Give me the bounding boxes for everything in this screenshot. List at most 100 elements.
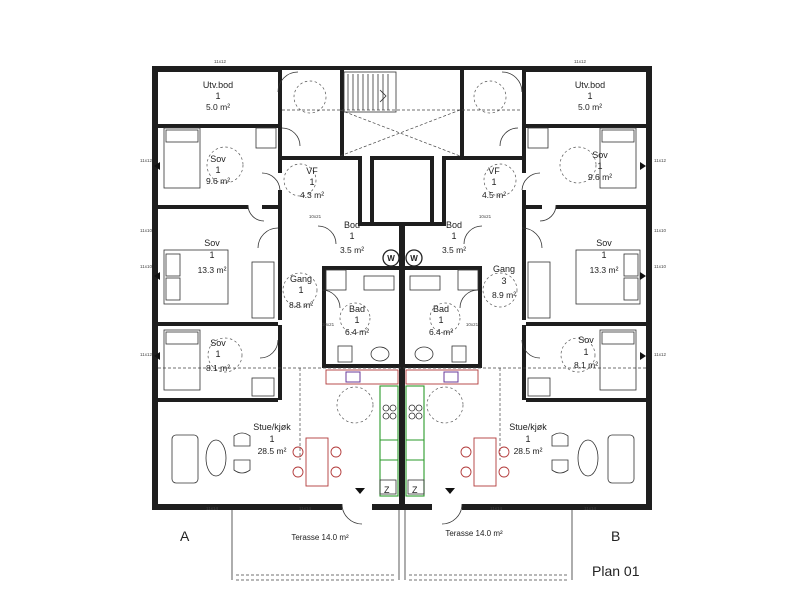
room-number: 1 — [269, 434, 274, 444]
room-name: VF — [488, 166, 500, 176]
room-number: 1 — [215, 349, 220, 359]
room-b-stue: Stue/kjøk 1 28.5 m² — [509, 422, 547, 456]
interior-walls — [152, 66, 652, 402]
room-area: 28.5 m² — [258, 446, 287, 456]
room-b-gang: Gang 3 8.9 m² — [492, 264, 516, 300]
window-tag: 11x12 — [140, 158, 152, 163]
room-number: 1 — [309, 177, 314, 187]
room-area: 8.1 m² — [574, 360, 598, 370]
room-name: Gang — [493, 264, 515, 274]
detector-circles — [206, 80, 597, 424]
room-a-bod: Bod 1 3.5 m² — [340, 220, 364, 255]
window-tag: 11x12 — [574, 59, 586, 64]
washer-b-label: W — [410, 254, 418, 263]
terraces — [231, 510, 573, 581]
room-name: Stue/kjøk — [253, 422, 291, 432]
room-area: 28.5 m² — [514, 446, 543, 456]
unit-b-label: B — [611, 528, 620, 544]
room-name: Sov — [210, 154, 226, 164]
room-a-sov1: Sov 1 9.6 m² — [206, 154, 230, 186]
room-name: Sov — [596, 238, 612, 248]
window-tag: 11x14 — [490, 506, 502, 511]
room-area: 6.4 m² — [345, 327, 369, 337]
room-area: 8.9 m² — [492, 290, 516, 300]
door-tag: 10x21 — [309, 214, 322, 219]
room-b-sov2: Sov 1 13.3 m² — [590, 238, 619, 275]
room-number: 1 — [525, 434, 530, 444]
room-area: 13.3 m² — [198, 265, 227, 275]
room-a-sov2: Sov 1 13.3 m² — [198, 238, 227, 275]
room-a-utvbod: Utv.bod 1 5.0 m² — [203, 80, 233, 112]
room-number: 1 — [298, 285, 303, 295]
window-tag: 11x12 — [140, 352, 152, 357]
entry-arrows: Z Z — [154, 162, 646, 495]
room-number: 1 — [354, 315, 359, 325]
door-swings — [247, 71, 557, 525]
window-tag: 11x10 — [654, 264, 666, 269]
window-tag: 11x14 — [206, 506, 218, 511]
window-tag: 11x10 — [140, 264, 152, 269]
window-tag: 11x12 — [654, 352, 666, 357]
washer-b: W — [405, 249, 423, 267]
room-a-bad: Bad 1 6.4 m² — [345, 304, 369, 337]
room-b-bod: Bod 1 3.5 m² — [442, 220, 466, 255]
bathroom-fixtures — [325, 269, 479, 363]
room-name: Bad — [349, 304, 365, 314]
room-a-gang: Gang 1 8.8 m² — [289, 274, 313, 310]
terrace-b-label: Terasse 14.0 m² — [445, 529, 503, 538]
room-area: 3.5 m² — [442, 245, 466, 255]
room-a-sov3: Sov 1 8.1 m² — [206, 338, 230, 373]
room-name: Utv.bod — [203, 80, 233, 90]
window-tag: 11x10 — [654, 228, 666, 233]
window-tags: 11x12 11x12 11x12 11x10 11x10 11x12 11x1… — [140, 59, 666, 511]
window-tag: 11x14 — [584, 506, 596, 511]
room-number: 1 — [209, 250, 214, 260]
room-b-sov1: Sov 1 9.6 m² — [588, 150, 612, 182]
room-number: 1 — [215, 165, 220, 175]
room-b-utvbod: Utv.bod 1 5.0 m² — [575, 80, 605, 112]
room-area: 9.6 m² — [206, 176, 230, 186]
room-name: Bod — [344, 220, 360, 230]
room-name: Stue/kjøk — [509, 422, 547, 432]
room-area: 8.1 m² — [206, 363, 230, 373]
window-tag: 11x12 — [214, 59, 226, 64]
room-name: Sov — [210, 338, 226, 348]
window-tag: 11x12 — [654, 158, 666, 163]
room-number: 1 — [597, 161, 602, 171]
room-name: VF — [306, 166, 318, 176]
room-area: 5.0 m² — [578, 102, 602, 112]
room-area: 8.8 m² — [289, 300, 313, 310]
room-a-vf: VF 1 4.3 m² — [300, 166, 324, 200]
kitchens — [325, 369, 479, 497]
dashed-guides — [158, 109, 646, 460]
washer-a-label: W — [387, 254, 395, 263]
svg-text:Z: Z — [384, 485, 390, 495]
room-area: 13.3 m² — [590, 265, 619, 275]
room-b-bad: Bad 1 6.4 m² — [429, 304, 453, 337]
door-tag: 10x21 — [479, 214, 492, 219]
room-name: Utv.bod — [575, 80, 605, 90]
room-number: 1 — [491, 177, 496, 187]
washer-a: W — [382, 249, 400, 267]
terrace-a-label: Terasse 14.0 m² — [291, 533, 349, 542]
room-name: Bad — [433, 304, 449, 314]
room-area: 4.3 m² — [300, 190, 324, 200]
room-number: 1 — [349, 231, 354, 241]
room-b-vf: VF 1 4.5 m² — [482, 166, 506, 200]
room-number: 1 — [587, 91, 592, 101]
room-number: 1 — [451, 231, 456, 241]
room-area: 4.5 m² — [482, 190, 506, 200]
room-number: 1 — [583, 347, 588, 357]
furniture-beds — [163, 127, 641, 397]
room-area: 9.6 m² — [588, 172, 612, 182]
window-tag: 11x14 — [299, 506, 311, 511]
door-tag: 10x21 — [466, 322, 479, 327]
room-name: Gang — [290, 274, 312, 284]
window-tag: 11x10 — [140, 228, 152, 233]
plan-title: Plan 01 — [592, 563, 640, 579]
room-number: 1 — [601, 250, 606, 260]
room-name: Sov — [204, 238, 220, 248]
room-name: Sov — [578, 335, 594, 345]
room-area: 3.5 m² — [340, 245, 364, 255]
